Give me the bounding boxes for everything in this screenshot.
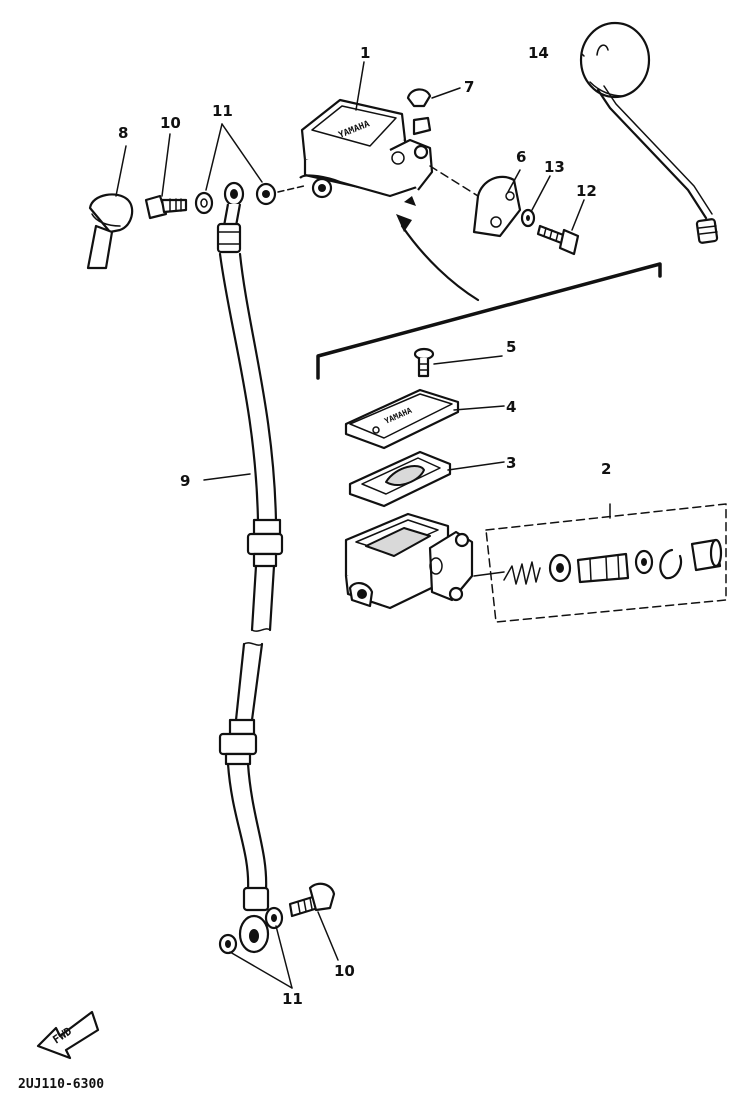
fwd-arrow-icon: FWD (36, 1010, 100, 1060)
washer (520, 208, 536, 228)
callout-7: 7 (464, 78, 474, 96)
callout-12: 12 (576, 182, 597, 200)
holder (472, 175, 522, 238)
holder-bolt (536, 224, 580, 256)
master-cylinder-assembled: YAMAHA (299, 98, 434, 206)
callout-4: 4 (506, 398, 516, 416)
union-bolt-top (144, 194, 188, 220)
mirror (579, 21, 719, 244)
callout-10-top: 10 (160, 114, 181, 132)
cap-screw (413, 347, 435, 378)
cap: YAMAHA (344, 388, 460, 450)
callout-8: 8 (118, 124, 128, 142)
callout-11-bottom: 11 (282, 990, 303, 1008)
callout-1: 1 (360, 44, 370, 62)
gaskets-top (194, 182, 277, 215)
gaskets-bottom (218, 906, 284, 955)
callout-14: 14 (528, 44, 549, 62)
detail-bracket (316, 214, 662, 380)
callout-5: 5 (506, 338, 516, 356)
callout-2: 2 (601, 460, 611, 478)
diaphragm (348, 450, 452, 508)
boot (406, 88, 432, 136)
callout-9: 9 (180, 472, 190, 490)
callout-3: 3 (506, 454, 516, 472)
brake-hose (216, 181, 284, 954)
callout-11-top: 11 (212, 102, 233, 120)
callout-13: 13 (544, 158, 565, 176)
leader-lines (115, 53, 585, 989)
union-bolt-bottom (288, 882, 336, 918)
callout-10-bottom: 10 (334, 962, 355, 980)
master-cylinder-body (344, 512, 474, 610)
piston-kit (473, 503, 727, 623)
union-cover (86, 193, 134, 270)
callout-6: 6 (516, 148, 526, 166)
diagram-code: 2UJ110-6300 (18, 1077, 104, 1092)
